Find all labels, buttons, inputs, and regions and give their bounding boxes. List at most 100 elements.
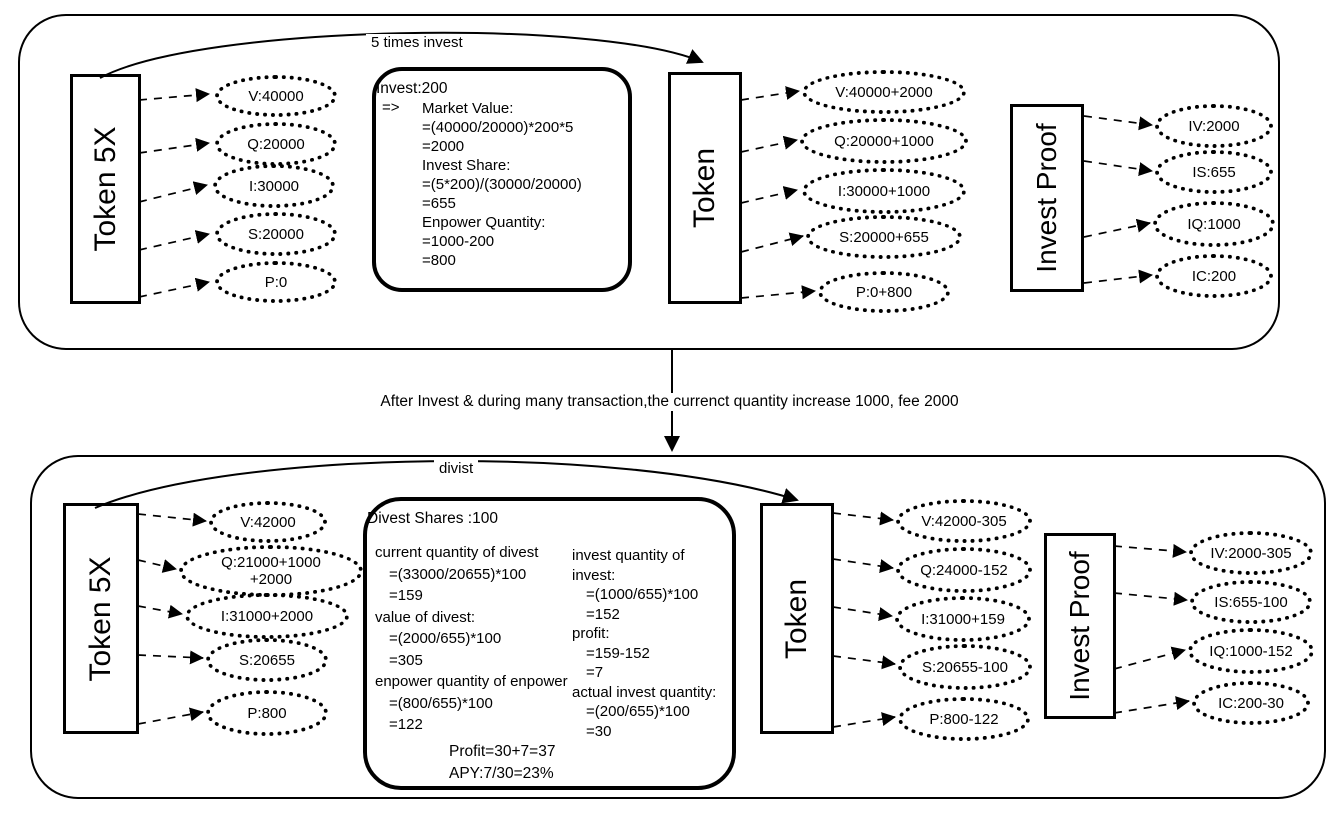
- transition-caption-row: After Invest & during many transaction,t…: [0, 393, 1339, 411]
- calc-line: Invest Share:: [422, 157, 511, 174]
- calc-line: invest quantity of: [572, 547, 685, 564]
- top-proof-node-is: IS:655: [1155, 150, 1273, 194]
- bottom-token-node-s: S:20655-100: [898, 644, 1032, 690]
- top-token5x-node-s: S:20000: [215, 212, 337, 256]
- divest-arrow-label: divist: [434, 460, 479, 477]
- transition-caption: After Invest & during many transaction,t…: [374, 393, 965, 411]
- bottom-token-label: Token: [780, 578, 813, 659]
- node-label: P:800: [247, 704, 287, 722]
- calc-line: =(33000/20655)*100: [389, 565, 527, 583]
- calc-line: =(5*200)/(30000/20000): [422, 176, 582, 193]
- node-label: IC:200: [1191, 267, 1237, 285]
- node-label: P:800-122: [929, 710, 999, 728]
- node-label: V:40000+2000: [835, 83, 933, 101]
- top-invest-proof-box: Invest Proof: [1010, 104, 1084, 292]
- invest-calc-title: Invest:200: [376, 80, 448, 97]
- node-label: I:31000+159: [921, 610, 1005, 628]
- bottom-token-node-i: I:31000+159: [895, 596, 1031, 642]
- node-label: Q:20000: [247, 135, 305, 153]
- bottom-invest-proof-label: Invest Proof: [1064, 551, 1095, 701]
- calc-line: invest:: [572, 566, 616, 584]
- node-label: I:30000: [248, 177, 300, 195]
- calc-line: =1000-200: [422, 233, 495, 250]
- divest-calc-title: Divest Shares :100: [367, 510, 498, 527]
- divest-calc-footer: Profit=30+7=37 APY:7/30=23%: [449, 741, 555, 785]
- bottom-token-box: Token: [760, 503, 834, 734]
- calc-line: Market Value:: [422, 100, 514, 117]
- top-token-box: Token: [668, 72, 742, 304]
- top-invest-calc-box: Invest:200 => Market Value: =(40000/2000…: [372, 67, 632, 292]
- node-label: IC:200-30: [1218, 694, 1284, 712]
- calc-line: APY:7/30=23%: [449, 765, 554, 782]
- calc-line: =152: [586, 605, 620, 623]
- calc-line: =159: [389, 587, 423, 604]
- node-label: S:20655-100: [922, 658, 1008, 676]
- top-proof-node-iq: IQ:1000: [1153, 201, 1275, 247]
- calc-line: =159-152: [586, 644, 650, 662]
- top-proof-node-ic: IC:200: [1155, 254, 1273, 298]
- calc-line: =2000: [422, 138, 465, 155]
- calc-line: =(800/655)*100: [389, 694, 493, 712]
- top-token-node-q: Q:20000+1000: [800, 118, 968, 164]
- calc-line: =(40000/20000)*200*5: [422, 119, 574, 136]
- top-token-node-s: S:20000+655: [806, 215, 962, 259]
- node-label: S:20000: [248, 225, 304, 243]
- bottom-token5x-node-i: I:31000+2000: [185, 593, 349, 639]
- implies-arrow: =>: [382, 99, 400, 116]
- calc-line: =30: [586, 722, 612, 740]
- bottom-proof-node-is: IS:655-100: [1190, 580, 1312, 624]
- divest-calc-left-column: current quantity of divest =(33000/20655…: [375, 542, 635, 736]
- calc-line: =(1000/655)*100: [586, 586, 699, 603]
- top-proof-node-iv: IV:2000: [1155, 104, 1273, 148]
- calc-line: =122: [389, 716, 423, 733]
- top-token-node-p: P:0+800: [818, 271, 950, 313]
- node-label: P:0+800: [855, 283, 913, 301]
- top-token5x-label: Token 5X: [88, 126, 122, 252]
- top-token5x-node-i: I:30000: [213, 164, 335, 208]
- node-label: IQ:1000: [1187, 215, 1241, 233]
- top-token5x-node-q: Q:20000: [215, 122, 337, 166]
- invest-arrow-label: 5 times invest: [366, 34, 468, 51]
- bottom-token5x-node-v: V:42000: [209, 501, 327, 543]
- bottom-token-node-q: Q:24000-152: [896, 547, 1032, 593]
- bottom-token5x-label: Token 5X: [84, 555, 117, 682]
- node-label: Q:20000+1000: [834, 132, 934, 150]
- calc-line: =(2000/655)*100: [389, 630, 502, 647]
- node-label: V:42000: [240, 513, 296, 531]
- calc-line: Profit=30+7=37: [449, 743, 556, 760]
- node-label: IV:2000-305: [1210, 544, 1292, 562]
- bottom-proof-node-ic: IC:200-30: [1192, 681, 1310, 725]
- node-label: Q:21000+1000 +2000: [221, 554, 321, 588]
- node-label: IQ:1000-152: [1209, 642, 1293, 660]
- calc-line: value of divest:: [375, 608, 476, 626]
- node-label: IS:655: [1192, 163, 1236, 181]
- node-label: IS:655-100: [1214, 593, 1288, 611]
- node-label: IV:2000: [1188, 117, 1240, 135]
- calc-line: actual invest quantity:: [572, 683, 717, 701]
- node-label: S:20655: [239, 651, 295, 669]
- node-label: V:42000-305: [921, 512, 1007, 530]
- calc-line: current quantity of divest: [375, 544, 539, 561]
- bottom-divest-calc-box: Divest Shares :100 current quantity of d…: [363, 497, 736, 790]
- top-token5x-box: Token 5X: [70, 74, 141, 304]
- bottom-token5x-node-p: P:800: [206, 690, 328, 736]
- top-token-node-i: I:30000+1000: [802, 168, 966, 214]
- top-token-label: Token: [688, 147, 721, 229]
- top-token5x-node-p: P:0: [215, 261, 337, 303]
- bottom-token-node-p: P:800-122: [898, 697, 1030, 741]
- node-label: I:31000+2000: [220, 607, 314, 625]
- calc-line: =305: [389, 651, 423, 669]
- top-invest-proof-label: Invest Proof: [1031, 123, 1062, 273]
- calc-line: enpower quantity of enpower: [375, 673, 568, 690]
- top-token-node-v: V:40000+2000: [802, 70, 966, 114]
- node-label: I:30000+1000: [837, 182, 931, 200]
- node-label: V:40000: [248, 87, 304, 105]
- calc-line: Enpower Quantity:: [422, 214, 546, 231]
- top-token5x-node-v: V:40000: [215, 75, 337, 117]
- calc-line: =800: [422, 252, 456, 269]
- bottom-token5x-node-s: S:20655: [206, 638, 328, 682]
- node-label: Q:24000-152: [920, 561, 1008, 579]
- bottom-proof-node-iv: IV:2000-305: [1189, 531, 1313, 575]
- bottom-invest-proof-box: Invest Proof: [1044, 533, 1116, 719]
